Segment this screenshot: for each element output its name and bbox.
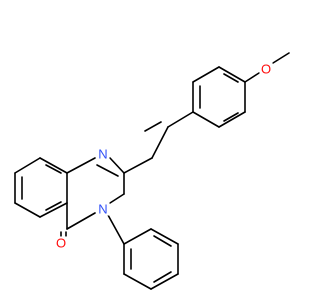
atom-n3: N xyxy=(96,202,110,217)
atom-o-methoxy-mask xyxy=(259,62,273,76)
atom-o-carbonyl-mask xyxy=(54,236,68,250)
bond-n3-c4 xyxy=(66,212,96,230)
atom-o-carbonyl: O xyxy=(54,236,68,251)
bond-benzo-5 xyxy=(39,157,68,174)
bond-aryl-o xyxy=(244,72,260,83)
bond-aryl-double-b xyxy=(223,73,239,83)
atom-n3-label: N xyxy=(98,202,107,217)
bond-benzo-double-b xyxy=(45,164,62,174)
bond-benzo-6 xyxy=(14,157,41,174)
bond-benzo-3 xyxy=(39,202,68,218)
bond-phenyl-4 xyxy=(150,273,179,290)
bond-aryl-6 xyxy=(192,111,220,128)
bond-benzo-2 xyxy=(14,202,41,218)
atom-n1-label: N xyxy=(98,147,107,162)
bond-n1-c2 xyxy=(109,157,125,174)
bond-vinyl-double xyxy=(144,121,162,132)
bond-phenyl-double-a xyxy=(153,235,172,247)
bond-c2-vinyl xyxy=(123,157,153,174)
bond-aryl-3 xyxy=(218,66,246,83)
atom-n1: N xyxy=(96,147,110,162)
bond-o-methyl xyxy=(272,52,290,64)
bond-phenyl-1 xyxy=(123,228,152,245)
atom-o-methoxy: O xyxy=(259,62,273,77)
atom-o-carbonyl-label: O xyxy=(56,236,66,251)
molecule-structure-diagram: N N O O xyxy=(0,0,300,300)
bond-phenyl-2 xyxy=(150,228,179,245)
bond-phenyl-5 xyxy=(123,273,152,290)
bond-aryl-5 xyxy=(218,111,246,128)
bond-layer xyxy=(14,52,290,290)
bond-c8a-n1 xyxy=(66,157,96,174)
bond-n3-phenyl xyxy=(107,214,125,245)
bond-benzo-double-c xyxy=(45,201,62,211)
bond-c2-n3-bottom xyxy=(109,193,125,204)
bond-aryl-2 xyxy=(192,66,220,83)
bond-vinyl xyxy=(151,126,169,159)
atom-n1-mask xyxy=(96,147,110,161)
atom-label-layer: N N O O xyxy=(54,62,273,251)
atom-o-methoxy-label: O xyxy=(261,62,271,77)
atom-n3-mask xyxy=(96,202,110,216)
canvas-background xyxy=(0,0,300,300)
bond-aryl-double-c xyxy=(223,112,239,122)
bond-phenyl-double-b xyxy=(153,271,172,283)
bond-vinyl-aryl xyxy=(167,111,194,128)
bond-n1-c2-double xyxy=(96,164,119,177)
